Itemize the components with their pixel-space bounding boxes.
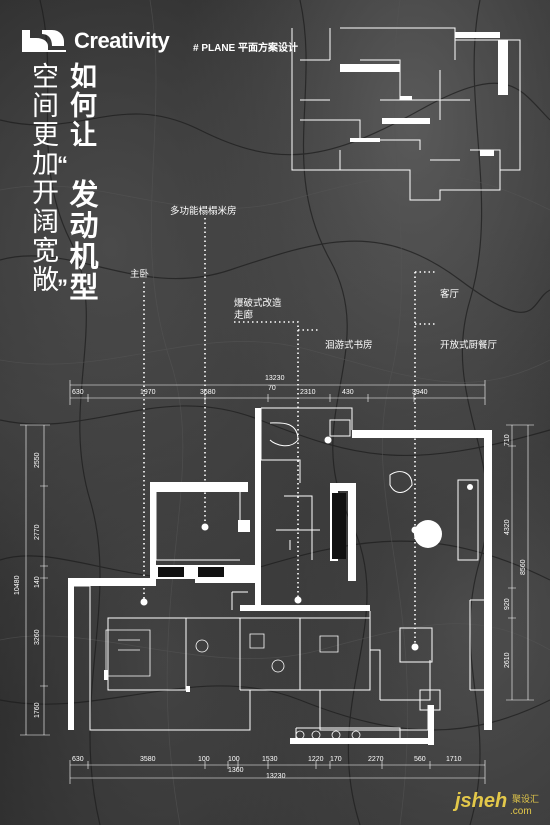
title-emphasis: 发动机型 bbox=[65, 179, 97, 303]
top-dim-total: 13230 bbox=[265, 375, 285, 382]
brand-name: Creativity bbox=[74, 28, 170, 53]
label-corridor-2: 走廊 bbox=[234, 310, 254, 321]
bottom-dim-100b: 100 bbox=[228, 756, 240, 763]
label-living: 客厅 bbox=[440, 289, 460, 300]
right-dim-710: 710 bbox=[504, 434, 511, 446]
label-multi-room: 多功能榻榻米房 bbox=[170, 206, 237, 217]
label-master-bedroom: 主卧 bbox=[130, 269, 150, 280]
title-line-1: 如何让发动机型 bbox=[60, 62, 102, 303]
quote-close: ” bbox=[57, 275, 68, 300]
quote-open: “ bbox=[57, 152, 68, 177]
bottom-dim-100a: 100 bbox=[198, 756, 210, 763]
bottom-dim-170: 170 bbox=[330, 756, 342, 763]
bottom-dim-560: 560 bbox=[414, 756, 426, 763]
right-dim-2610: 2610 bbox=[504, 652, 511, 668]
top-dim-70: 70 bbox=[268, 385, 276, 392]
right-dim-920: 920 bbox=[504, 598, 511, 610]
bottom-dim-1530: 1530 bbox=[262, 756, 278, 763]
label-corridor-1: 爆破式改造 bbox=[234, 298, 282, 309]
title-line-2: 空间更加开阔宽敞 bbox=[28, 62, 58, 294]
watermark-cn: 聚设汇 bbox=[512, 794, 540, 804]
top-dim-2310: 2310 bbox=[300, 389, 316, 396]
left-dim-140: 140 bbox=[34, 576, 41, 588]
left-dim-total: 10480 bbox=[14, 575, 21, 595]
left-dim-2550: 2550 bbox=[34, 452, 41, 468]
label-study: 洄游式书房 bbox=[325, 340, 373, 351]
top-dim-3680: 3680 bbox=[200, 389, 216, 396]
left-dim-1760: 1760 bbox=[34, 702, 41, 718]
page-subtitle: # PLANE 平面方案设计 bbox=[193, 43, 299, 54]
brand-logo-icon bbox=[22, 30, 66, 52]
right-dim-4320: 4320 bbox=[504, 519, 511, 535]
watermark-com: .com bbox=[510, 806, 532, 817]
left-dim-3260: 3260 bbox=[34, 629, 41, 645]
watermark-site: jsheh bbox=[455, 790, 508, 812]
bottom-dim-total: 13230 bbox=[266, 773, 286, 780]
top-dim-630: 630 bbox=[72, 389, 84, 396]
top-dim-430: 430 bbox=[342, 389, 354, 396]
bottom-dim-1710: 1710 bbox=[446, 756, 462, 763]
bottom-dim-3580: 3580 bbox=[140, 756, 156, 763]
bottom-dim-630: 630 bbox=[72, 756, 84, 763]
bottom-dim-1220: 1220 bbox=[308, 756, 324, 763]
bottom-dim-2270: 2270 bbox=[368, 756, 384, 763]
bottom-dim-1360: 1360 bbox=[228, 767, 244, 774]
right-dim-total: 8560 bbox=[520, 559, 527, 575]
left-dim-2770: 2770 bbox=[34, 524, 41, 540]
label-dining: 开放式厨餐厅 bbox=[440, 340, 498, 351]
title-prefix: 如何让 bbox=[66, 62, 96, 149]
top-dim-1970: 1970 bbox=[140, 389, 156, 396]
top-dim-3940: 3940 bbox=[412, 389, 428, 396]
